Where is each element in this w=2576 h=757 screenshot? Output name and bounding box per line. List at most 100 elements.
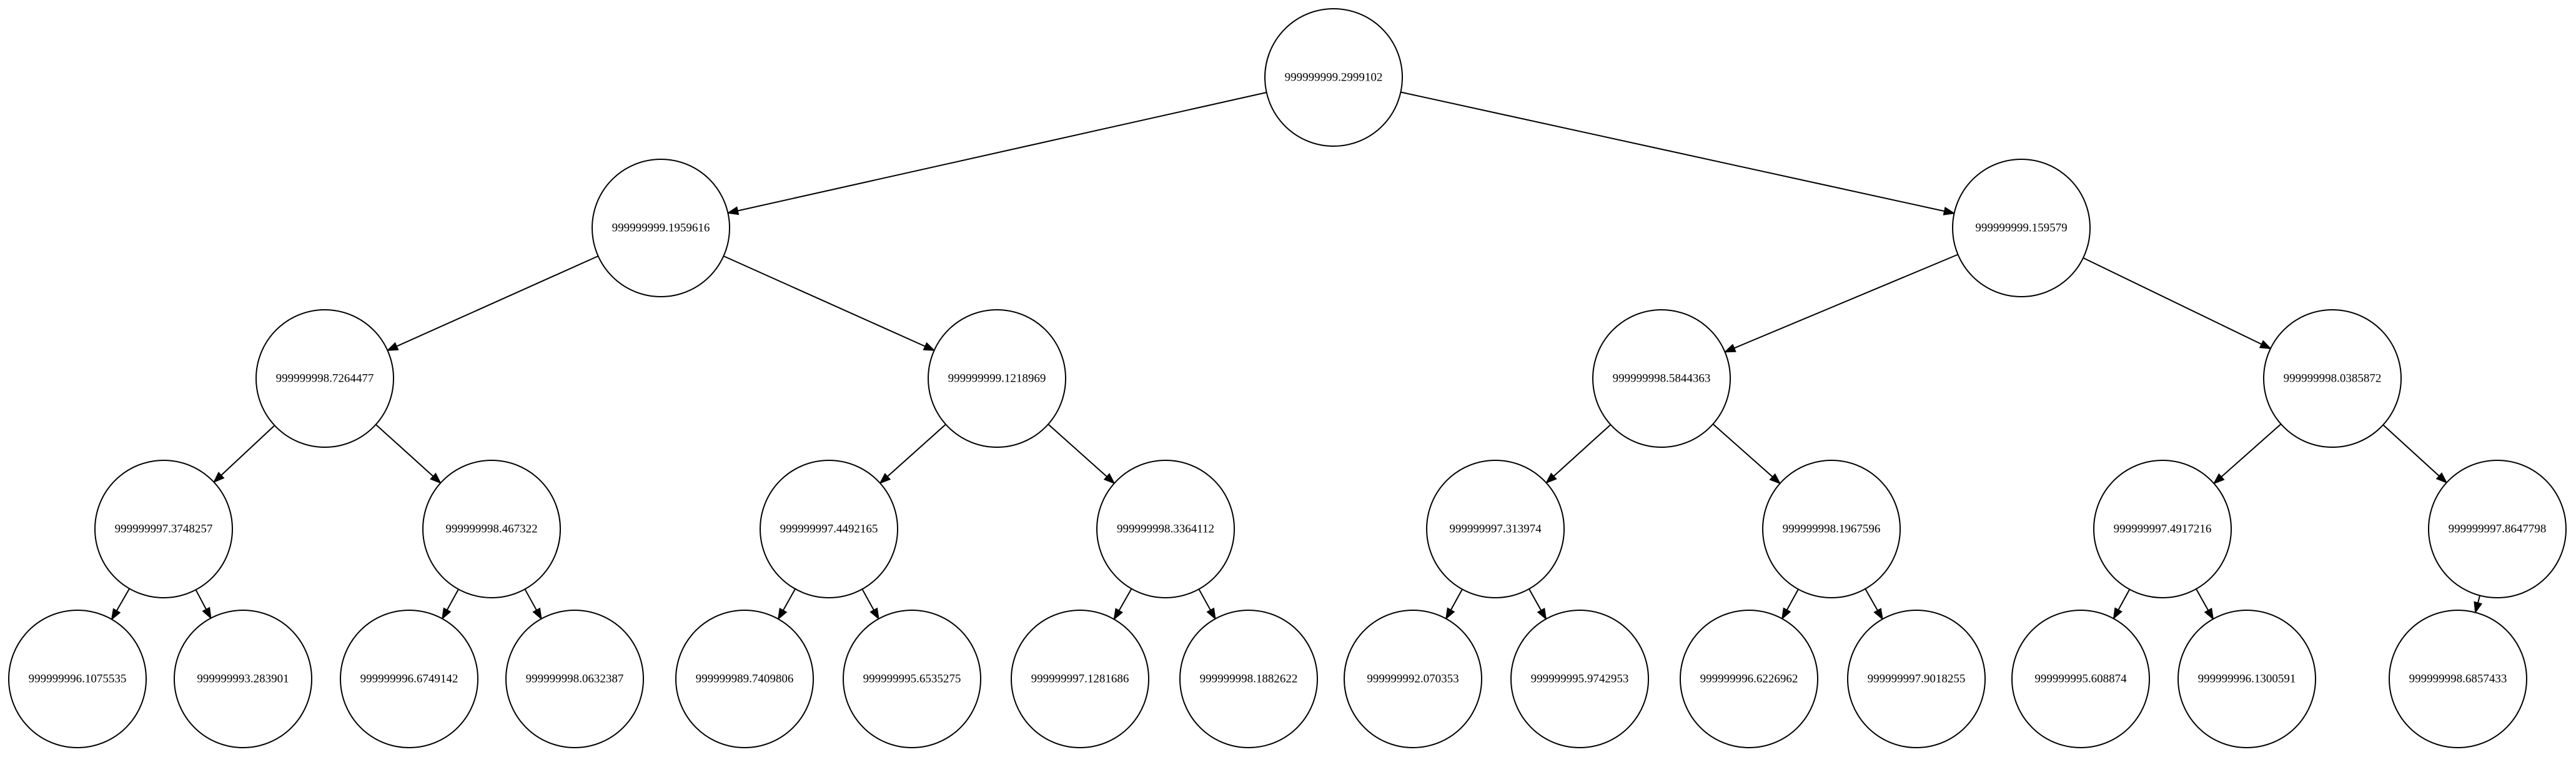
tree-node: 999999996.6226962 [1680, 610, 1818, 748]
node-label: 999999996.1300591 [2198, 673, 2296, 686]
edge-n9-n19 [777, 588, 796, 620]
arrowhead-icon [879, 473, 891, 485]
node-circle [928, 309, 1066, 448]
node-circle [94, 460, 233, 598]
node-circle [1510, 610, 1649, 748]
node-label: 999999998.7264477 [276, 372, 374, 385]
edge-n5-n12 [1712, 423, 1781, 485]
arrowhead-icon [1723, 344, 1736, 353]
tree-node: 999999998.467322 [422, 460, 561, 598]
edge-line [375, 423, 434, 477]
node-circle [675, 610, 814, 748]
arrowhead-icon [386, 342, 399, 351]
edge-line [2221, 423, 2282, 478]
node-label: 999999997.4492165 [780, 523, 878, 536]
node-circle [174, 610, 312, 748]
tree-node: 999999989.7409806 [675, 610, 814, 748]
node-label: 999999999.1959616 [612, 222, 710, 235]
edge-line [861, 588, 874, 611]
edge-n13-n28 [2196, 588, 2214, 620]
edge-line [1712, 423, 1773, 478]
tree-node: 999999996.6749142 [340, 610, 478, 748]
arrowhead-icon [1445, 607, 1455, 620]
edge-n7-n15 [111, 588, 131, 621]
node-circle [2093, 460, 2232, 598]
node-label: 999999995.9742953 [1531, 673, 1629, 686]
edge-line [1048, 423, 1107, 477]
tree-node: 999999996.1075535 [8, 610, 147, 748]
edge-line [220, 425, 275, 476]
node-circle [592, 159, 730, 297]
arrowhead-icon [2212, 473, 2225, 485]
node-label: 999999996.6749142 [360, 673, 458, 686]
edge-n5-n11 [1545, 424, 1612, 484]
arrowhead-icon [923, 342, 936, 351]
edge-n0-n2 [1400, 91, 1956, 215]
edge-line [1786, 588, 1799, 611]
tree-node: 999999997.1281686 [1011, 610, 1149, 748]
edge-line [1400, 91, 1945, 212]
edge-line [195, 589, 207, 610]
arrowhead-icon [869, 607, 879, 620]
tree-node: 999999995.608874 [2011, 610, 2150, 748]
tree-node: 999999999.2999102 [1264, 8, 1403, 147]
edge-n9-n20 [861, 588, 879, 620]
node-label: 999999997.313974 [1449, 523, 1542, 536]
arrowhead-icon [441, 607, 452, 620]
edge-line [446, 588, 459, 611]
edge-n12-n25 [1781, 588, 1799, 620]
tree-node: 999999997.3748257 [94, 460, 233, 598]
edge-n3-n7 [212, 425, 275, 483]
node-label: 999999997.9018255 [1868, 673, 1966, 686]
edge-n6-n14 [2382, 424, 2448, 484]
tree-node: 999999998.0632387 [505, 610, 644, 748]
tree-node: 999999998.0385872 [2263, 309, 2402, 448]
arrowhead-icon [1113, 608, 1124, 621]
edge-n6-n13 [2212, 423, 2282, 485]
edge-line [2477, 595, 2481, 603]
nodes-layer: 999999999.2999102 999999999.1959616 999999… [8, 8, 2567, 748]
edge-line [1733, 254, 1958, 349]
edge-line [2118, 589, 2131, 610]
node-circle [1011, 610, 1149, 748]
node-circle [1344, 610, 1482, 748]
node-circle [2389, 610, 2527, 748]
edge-line [737, 92, 1267, 212]
node-circle [1264, 8, 1403, 147]
arrowhead-icon [2113, 607, 2123, 620]
tree-node: 999999997.313974 [1426, 460, 1565, 598]
edge-line [2196, 588, 2209, 611]
arrowhead-icon [532, 607, 542, 620]
tree-node: 999999997.9018255 [1847, 610, 1986, 748]
edge-n11-n24 [1528, 588, 1547, 620]
tree-node: 999999993.283901 [174, 610, 312, 748]
edge-n2-n6 [2083, 257, 2272, 350]
arrowhead-icon [2474, 601, 2483, 614]
tree-node: 999999998.6857433 [2389, 610, 2527, 748]
node-circle [1096, 460, 1235, 598]
arrowhead-icon [1545, 472, 1557, 484]
edge-n1-n3 [386, 255, 599, 351]
edge-line [723, 255, 926, 347]
edge-n4-n10 [1048, 423, 1116, 485]
arrowhead-icon [2435, 472, 2448, 484]
tree-node: 999999996.1300591 [2177, 610, 2316, 748]
node-label: 999999998.6857433 [2409, 673, 2507, 686]
tree-node: 999999997.8647798 [2428, 460, 2567, 598]
tree-node: 999999999.1959616 [592, 159, 730, 297]
arrowhead-icon [777, 608, 788, 620]
edge-n14-n29 [2474, 595, 2483, 614]
arrowhead-icon [1103, 473, 1116, 485]
edge-n7-n16 [195, 589, 212, 620]
node-circle [8, 610, 147, 748]
node-label: 999999996.6226962 [1700, 673, 1798, 686]
node-label: 999999993.283901 [197, 673, 289, 686]
node-label: 999999999.1218969 [948, 372, 1046, 385]
arrowhead-icon [2204, 608, 2214, 620]
edge-line [1118, 588, 1132, 611]
node-label: 999999989.7409806 [696, 673, 794, 686]
node-label: 999999997.4917216 [2114, 523, 2212, 536]
edge-n12-n26 [1865, 588, 1883, 621]
tree-node: 999999998.1967596 [1762, 460, 1901, 598]
